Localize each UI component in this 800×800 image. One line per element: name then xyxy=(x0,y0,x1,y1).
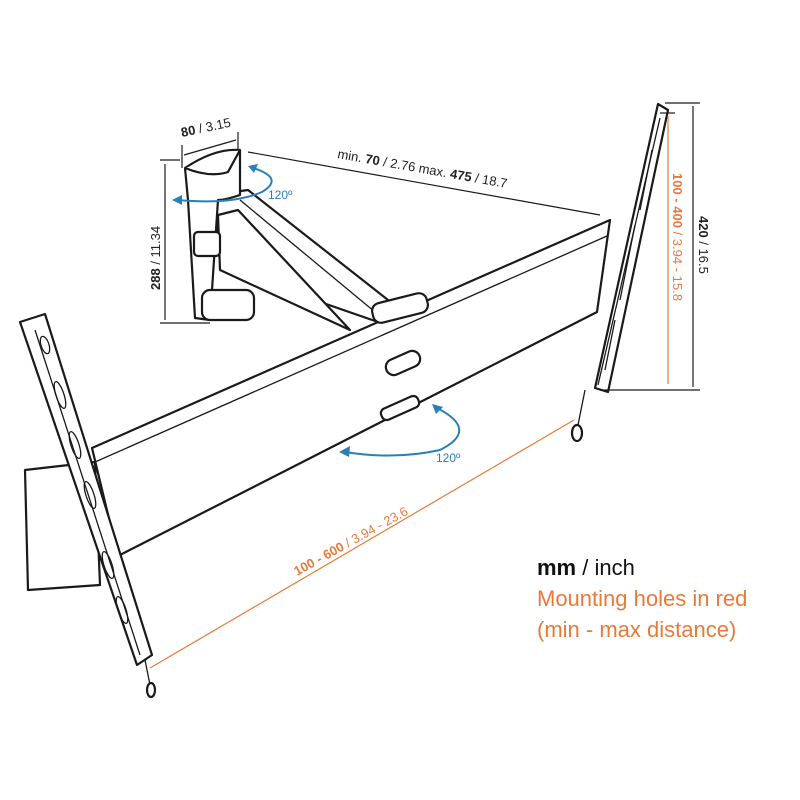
svg-text:120º: 120º xyxy=(436,451,461,465)
svg-text:100 - 600 / 3.94 - 23.6: 100 - 600 / 3.94 - 23.6 xyxy=(291,503,410,578)
left-safety-cord xyxy=(144,659,151,686)
arm-edge xyxy=(239,199,376,313)
svg-text:120º: 120º xyxy=(268,188,293,202)
rail-clip xyxy=(379,394,421,422)
depth-dimension: 80 / 3.15 xyxy=(180,115,239,168)
rail-edge xyxy=(94,235,608,463)
legend-mounting-holes: Mounting holes in red xyxy=(537,586,748,611)
right-bracket-slots xyxy=(597,117,661,386)
legend: mm / inch Mounting holes in red (min - m… xyxy=(537,552,747,645)
rotation-arrowhead-icon xyxy=(432,404,443,414)
arm-joint xyxy=(371,292,429,324)
wall-plate-top xyxy=(184,149,241,176)
rotation-arrowhead-icon xyxy=(339,446,350,457)
legend-distance-note: (min - max distance) xyxy=(537,617,737,642)
right-safety-cord xyxy=(577,389,586,426)
wall-plate-base xyxy=(200,288,256,322)
wall-plate-clip xyxy=(192,230,222,258)
left-bracket-slots xyxy=(34,329,141,656)
svg-text:100 - 400 / 3.94 - 15.8: 100 - 400 / 3.94 - 15.8 xyxy=(670,173,685,301)
tv-rotation-indicator: 120º xyxy=(339,404,461,465)
vertical-holes-dimension: 100 - 400 / 3.94 - 15.8 xyxy=(660,112,685,384)
svg-text:288 / 11.34: 288 / 11.34 xyxy=(148,226,163,290)
wall-rotation-indicator: 120º xyxy=(172,164,293,205)
svg-text:min. 70 / 2.76 max. 475 / 18.7: min. 70 / 2.76 max. 475 / 18.7 xyxy=(336,146,508,191)
rail-handle-slot xyxy=(384,349,422,377)
rotation-arrowhead-icon xyxy=(248,164,258,173)
height-dimension: 288 / 11.34 xyxy=(148,159,210,324)
svg-text:80 / 3.15: 80 / 3.15 xyxy=(180,115,233,140)
right-cord-knob xyxy=(570,423,584,443)
rotation-arrowhead-icon xyxy=(172,195,182,205)
legend-units: mm / inch xyxy=(537,555,635,580)
svg-text:420 / 16.5: 420 / 16.5 xyxy=(696,216,711,274)
left-cord-knob xyxy=(145,681,157,699)
arm-extension-dimension: min. 70 / 2.76 max. 475 / 18.7 xyxy=(247,146,601,216)
plate-height-dimension: 420 / 16.5 xyxy=(600,102,711,391)
